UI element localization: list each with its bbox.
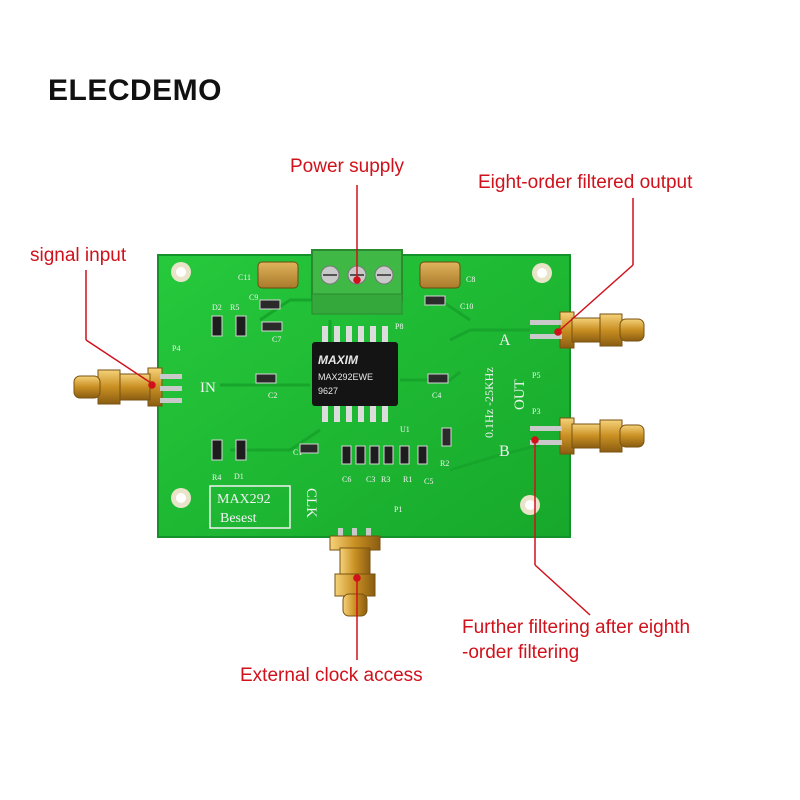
sma-output-a-connector [530,311,645,349]
pcb-traces [220,298,541,472]
ref-d2: D2 [212,303,222,312]
silk-clk: CLK [303,488,319,518]
callout-further-filtering: Further filtering after eighth -order fi… [462,615,690,665]
sma-input-connector [73,367,182,407]
sma-output-b-connector [530,417,645,455]
ref-p3: P3 [532,407,540,416]
ref-u1: U1 [400,425,410,434]
silk-b: B [499,443,510,460]
silk-out: OUT [512,379,528,410]
silk-box-line1: MAX292 [217,492,271,507]
ref-r3: R3 [381,475,390,484]
ref-c4: C4 [432,391,441,400]
smd-components [211,261,461,465]
ref-r1: R1 [403,475,412,484]
callout-signal-input: signal input [30,245,127,266]
sma-clock-connector [329,528,381,617]
chip-brand: MAXIM [318,353,359,367]
ref-c6: C6 [342,475,351,484]
silk-a: A [499,332,511,349]
ref-c2: C2 [268,391,277,400]
brand-logo-text: ELECDEMO [48,74,223,107]
ref-c7: C7 [272,335,281,344]
ref-c5: C5 [424,477,433,486]
ref-p1: P1 [394,505,402,514]
ref-c11: C11 [238,273,251,282]
silk-in: IN [200,380,216,396]
ref-d1: D1 [234,472,244,481]
callout-power-supply: Power supply [290,156,405,177]
callout-eight-order-output: Eight-order filtered output [478,172,693,193]
ref-c9: C9 [249,293,258,302]
ref-c10: C10 [460,302,473,311]
ref-c1: C1 [293,448,302,457]
ref-p5: P5 [532,371,540,380]
ref-p4: P4 [172,344,180,353]
ref-r2: R2 [440,459,449,468]
chip-part: MAX292EWE [318,372,373,382]
silk-freq: 0.1Hz -25KHz [482,367,496,438]
ref-c8: C8 [466,275,475,284]
silk-model-box: MAX292 Besest [209,485,291,529]
pcb-board: MAX292 Besest IN A B OUT 0.1Hz -25KHz CL… [157,249,571,538]
callout-further-filtering-line1: Further filtering after eighth [462,617,691,638]
ic-chip: MAXIM MAX292EWE 9627 [312,326,398,422]
ref-p8: P8 [395,322,403,331]
silk-box-line2: Besest [220,511,257,526]
callout-leaders [85,185,634,660]
ref-c3: C3 [366,475,375,484]
ref-r4: R4 [212,473,221,482]
callout-further-filtering-line2: -order filtering [462,642,580,663]
callout-external-clock: External clock access [240,665,423,686]
ref-r5: R5 [230,303,239,312]
chip-code: 9627 [318,386,338,396]
